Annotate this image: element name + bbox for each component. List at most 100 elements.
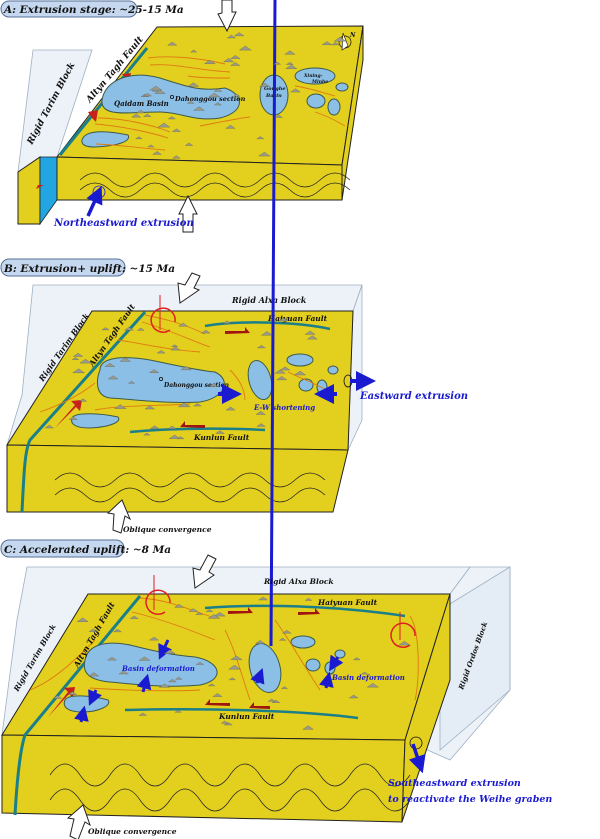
mountain-icon xyxy=(175,676,183,680)
rotation-arrow-icon xyxy=(145,589,171,615)
mountain-icon xyxy=(170,346,181,351)
mountain-icon xyxy=(290,88,301,93)
mountain-icon xyxy=(107,375,119,380)
mountain-icon xyxy=(285,64,298,69)
mountain-icon xyxy=(321,41,333,45)
kunlun-label-b: Kunlun Fault xyxy=(193,433,250,442)
mountain-icon xyxy=(88,628,98,632)
mountain-icon xyxy=(158,683,171,688)
mountain-icon xyxy=(176,436,185,440)
mountain-icon xyxy=(208,92,221,98)
mountain-icon xyxy=(167,425,177,430)
mountain-icon xyxy=(186,100,195,104)
mountain-icon xyxy=(256,345,266,349)
mountain-icon xyxy=(226,34,236,39)
mountain-icon xyxy=(44,424,54,429)
panel-a-title-pill xyxy=(0,0,138,18)
mountain-icon xyxy=(222,320,232,324)
compression-arrow-icon xyxy=(217,0,237,33)
mountain-icon xyxy=(228,677,236,681)
mountain-icon xyxy=(254,640,266,644)
mountain-icon xyxy=(184,142,194,146)
mountain-icon xyxy=(361,671,369,675)
mountain-icon xyxy=(148,636,160,641)
mountain-icon xyxy=(215,430,225,434)
mountain-icon xyxy=(207,614,221,619)
mountain-icon xyxy=(273,61,282,65)
mountain-symbols xyxy=(44,32,411,730)
svg-text:N: N xyxy=(349,32,356,39)
plateau-front-c xyxy=(1,734,406,823)
mountain-icon xyxy=(193,403,202,407)
mountain-icon xyxy=(348,694,359,699)
mountain-icon xyxy=(256,423,266,427)
mountain-icon xyxy=(306,335,318,340)
compression-arrow-icon xyxy=(177,272,201,304)
mountain-icon xyxy=(78,398,88,402)
mountain-icon xyxy=(180,366,192,371)
mountain-icon xyxy=(212,693,223,697)
mountain-icon xyxy=(213,102,222,106)
mountain-icon xyxy=(304,330,316,335)
mountain-icon xyxy=(104,363,116,367)
mountain-icon xyxy=(52,695,63,699)
mountain-icon xyxy=(256,136,265,139)
mountain-icon xyxy=(274,114,283,118)
mountain-icon xyxy=(143,432,151,436)
plateau-front-b xyxy=(6,444,349,513)
tarim-block-a xyxy=(17,49,93,226)
mountain-icon xyxy=(225,124,236,129)
rotation-arrow-icon xyxy=(150,307,176,333)
mountain-icon xyxy=(280,686,288,689)
mountain-icon xyxy=(135,136,143,139)
mountain-icon xyxy=(118,670,129,675)
mountain-icon xyxy=(232,93,241,97)
mountain-icon xyxy=(201,329,211,334)
extrusion-arrow-icon xyxy=(86,186,103,217)
mountain-icon xyxy=(259,82,271,87)
mountain-icon xyxy=(213,612,226,617)
mountain-icon xyxy=(204,59,216,64)
mountain-icon xyxy=(285,62,294,65)
mountain-icon xyxy=(233,32,245,37)
qaidam-basin-c xyxy=(83,642,218,687)
mountain-icon xyxy=(284,50,296,55)
mountain-icon xyxy=(171,128,182,132)
mountain-icon xyxy=(107,656,117,661)
mountain-icon xyxy=(72,368,86,373)
mountain-icon xyxy=(187,82,200,87)
compression-arrow-icon xyxy=(66,804,91,839)
mountain-icon xyxy=(144,405,155,410)
panel-c-title: C: Accelerated uplift: ~8 Ma xyxy=(4,544,171,556)
qaidam-label: Qaidam Basin xyxy=(114,99,169,108)
mountain-icon xyxy=(68,416,78,420)
mountain-icon xyxy=(267,698,276,702)
panel-a: A: Extrusion stage: ~25-15 Ma Rigid Tari… xyxy=(0,0,364,233)
mountain-icon xyxy=(142,93,153,97)
mountain-icon xyxy=(88,672,100,677)
haiyuan-fault-b xyxy=(204,321,331,331)
mountain-icon xyxy=(205,609,214,612)
mountain-icon xyxy=(119,357,132,362)
mountain-icon xyxy=(230,655,243,660)
mountain-icon xyxy=(209,383,219,387)
mountain-icon xyxy=(279,366,291,371)
mountain-icon xyxy=(274,369,286,374)
compression-arrow-icon xyxy=(192,554,217,589)
mountain-icon xyxy=(213,88,223,92)
mountain-icon xyxy=(228,664,241,670)
altyn-tagh-fault-c xyxy=(13,595,142,816)
kunlun-label-c: Kunlun Fault xyxy=(218,712,275,721)
basin-deformation-label-2: Basin deformation xyxy=(331,673,405,682)
haiyuan-fault-c xyxy=(204,604,406,618)
mountain-icon xyxy=(238,45,252,51)
mountain-icon xyxy=(220,720,229,724)
panel-b-title: B: Extrusion+ uplift: ~15 Ma xyxy=(3,263,175,275)
xining-minhe-basin xyxy=(294,67,336,85)
oblique-convergence-label-b: Oblique convergence xyxy=(123,525,212,534)
mountain-icon xyxy=(171,344,179,347)
mountain-icon xyxy=(225,406,236,411)
basin-deformation-label-1: Basin deformation xyxy=(121,664,195,673)
eastward-extrusion-label: Eastward extrusion xyxy=(359,391,468,402)
alxa-label-c: Rigid Alxa Block xyxy=(263,577,334,586)
